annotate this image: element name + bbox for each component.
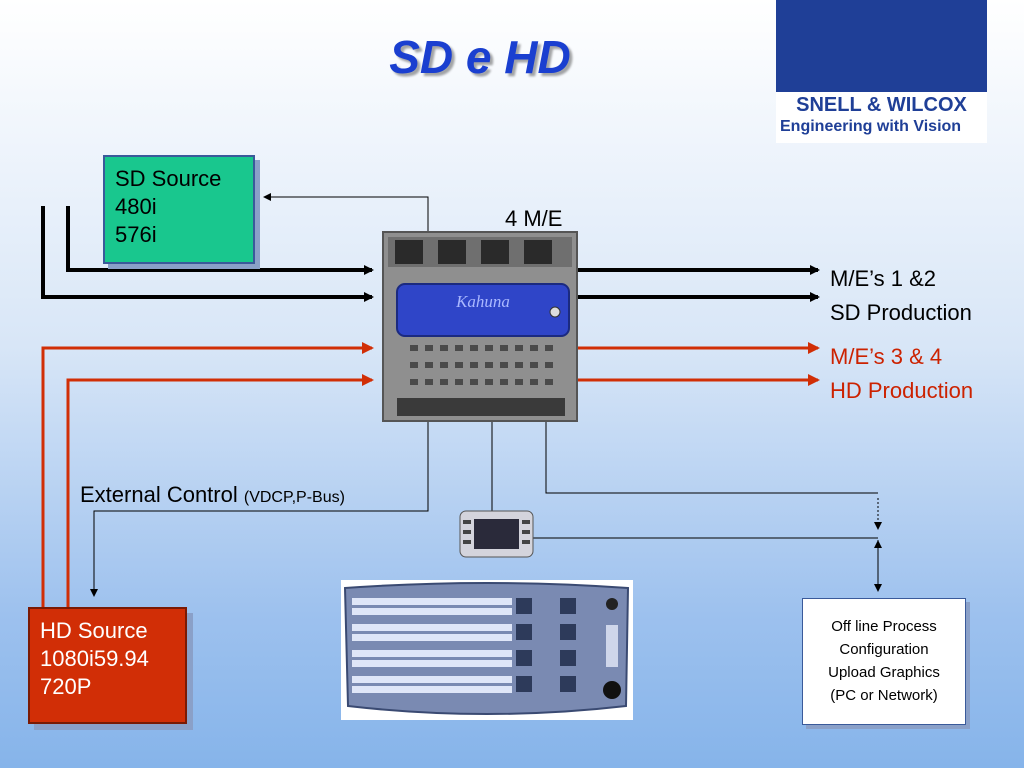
ref-wire xyxy=(263,193,429,232)
external-control-label: External Control (VDCP,P-Bus) xyxy=(80,478,345,515)
sd-output-label: M/E’s 1 &2 SD Production xyxy=(830,262,1020,330)
hd-source-format-1: 1080i59.94 xyxy=(40,646,149,671)
sd-source-title: SD Source xyxy=(115,166,222,191)
offline-line-2: Configuration xyxy=(839,641,929,658)
kahuna-brand: Kahuna xyxy=(455,292,510,311)
offline-process-box: Off line Process Configuration Upload Gr… xyxy=(802,598,966,725)
sd-output-line-2: SD Production xyxy=(830,300,972,325)
external-control-main: External Control xyxy=(80,482,238,507)
sd-input-wire-1 xyxy=(66,206,374,275)
hd-source-box: HD Source 1080i59.94 720P xyxy=(28,607,187,724)
sd-input-wire-2 xyxy=(41,206,374,302)
large-control-panel-icon xyxy=(341,580,633,720)
company-logo: SNELL & WILCOX Engineering with Vision xyxy=(776,0,987,143)
external-control-detail: (VDCP,P-Bus) xyxy=(243,489,345,506)
hd-input-wire-2 xyxy=(66,374,374,607)
sd-output-line-1: M/E’s 1 &2 xyxy=(830,266,936,291)
hd-source-title: HD Source xyxy=(40,618,148,643)
kahuna-frame-icon: Kahuna xyxy=(382,231,578,422)
sd-source-box: SD Source 480i 576i xyxy=(103,155,255,264)
sd-source-format-2: 576i xyxy=(115,222,157,247)
logo-name: SNELL & WILCOX xyxy=(776,92,987,118)
offline-wire xyxy=(545,420,878,494)
logo-tagline: Engineering with Vision xyxy=(780,118,962,135)
hd-input-wire-1 xyxy=(41,342,374,607)
offline-line-4: (PC or Network) xyxy=(830,687,938,704)
offline-line-3: Upload Graphics xyxy=(828,664,940,681)
hd-output-line-2: HD Production xyxy=(830,378,974,403)
hd-output-label: M/E’s 3 & 4 HD Production xyxy=(830,340,1020,408)
hd-source-format-2: 720P xyxy=(40,674,92,699)
offline-line-1: Off line Process xyxy=(831,618,937,635)
slide-title: SD e HD xyxy=(389,31,571,83)
small-control-panel-icon xyxy=(459,510,534,558)
sd-source-format-1: 480i xyxy=(115,194,157,219)
external-control-wire xyxy=(90,420,429,597)
hd-output-line-1: M/E’s 3 & 4 xyxy=(830,344,943,369)
switcher-label: 4 M/E xyxy=(505,206,563,231)
